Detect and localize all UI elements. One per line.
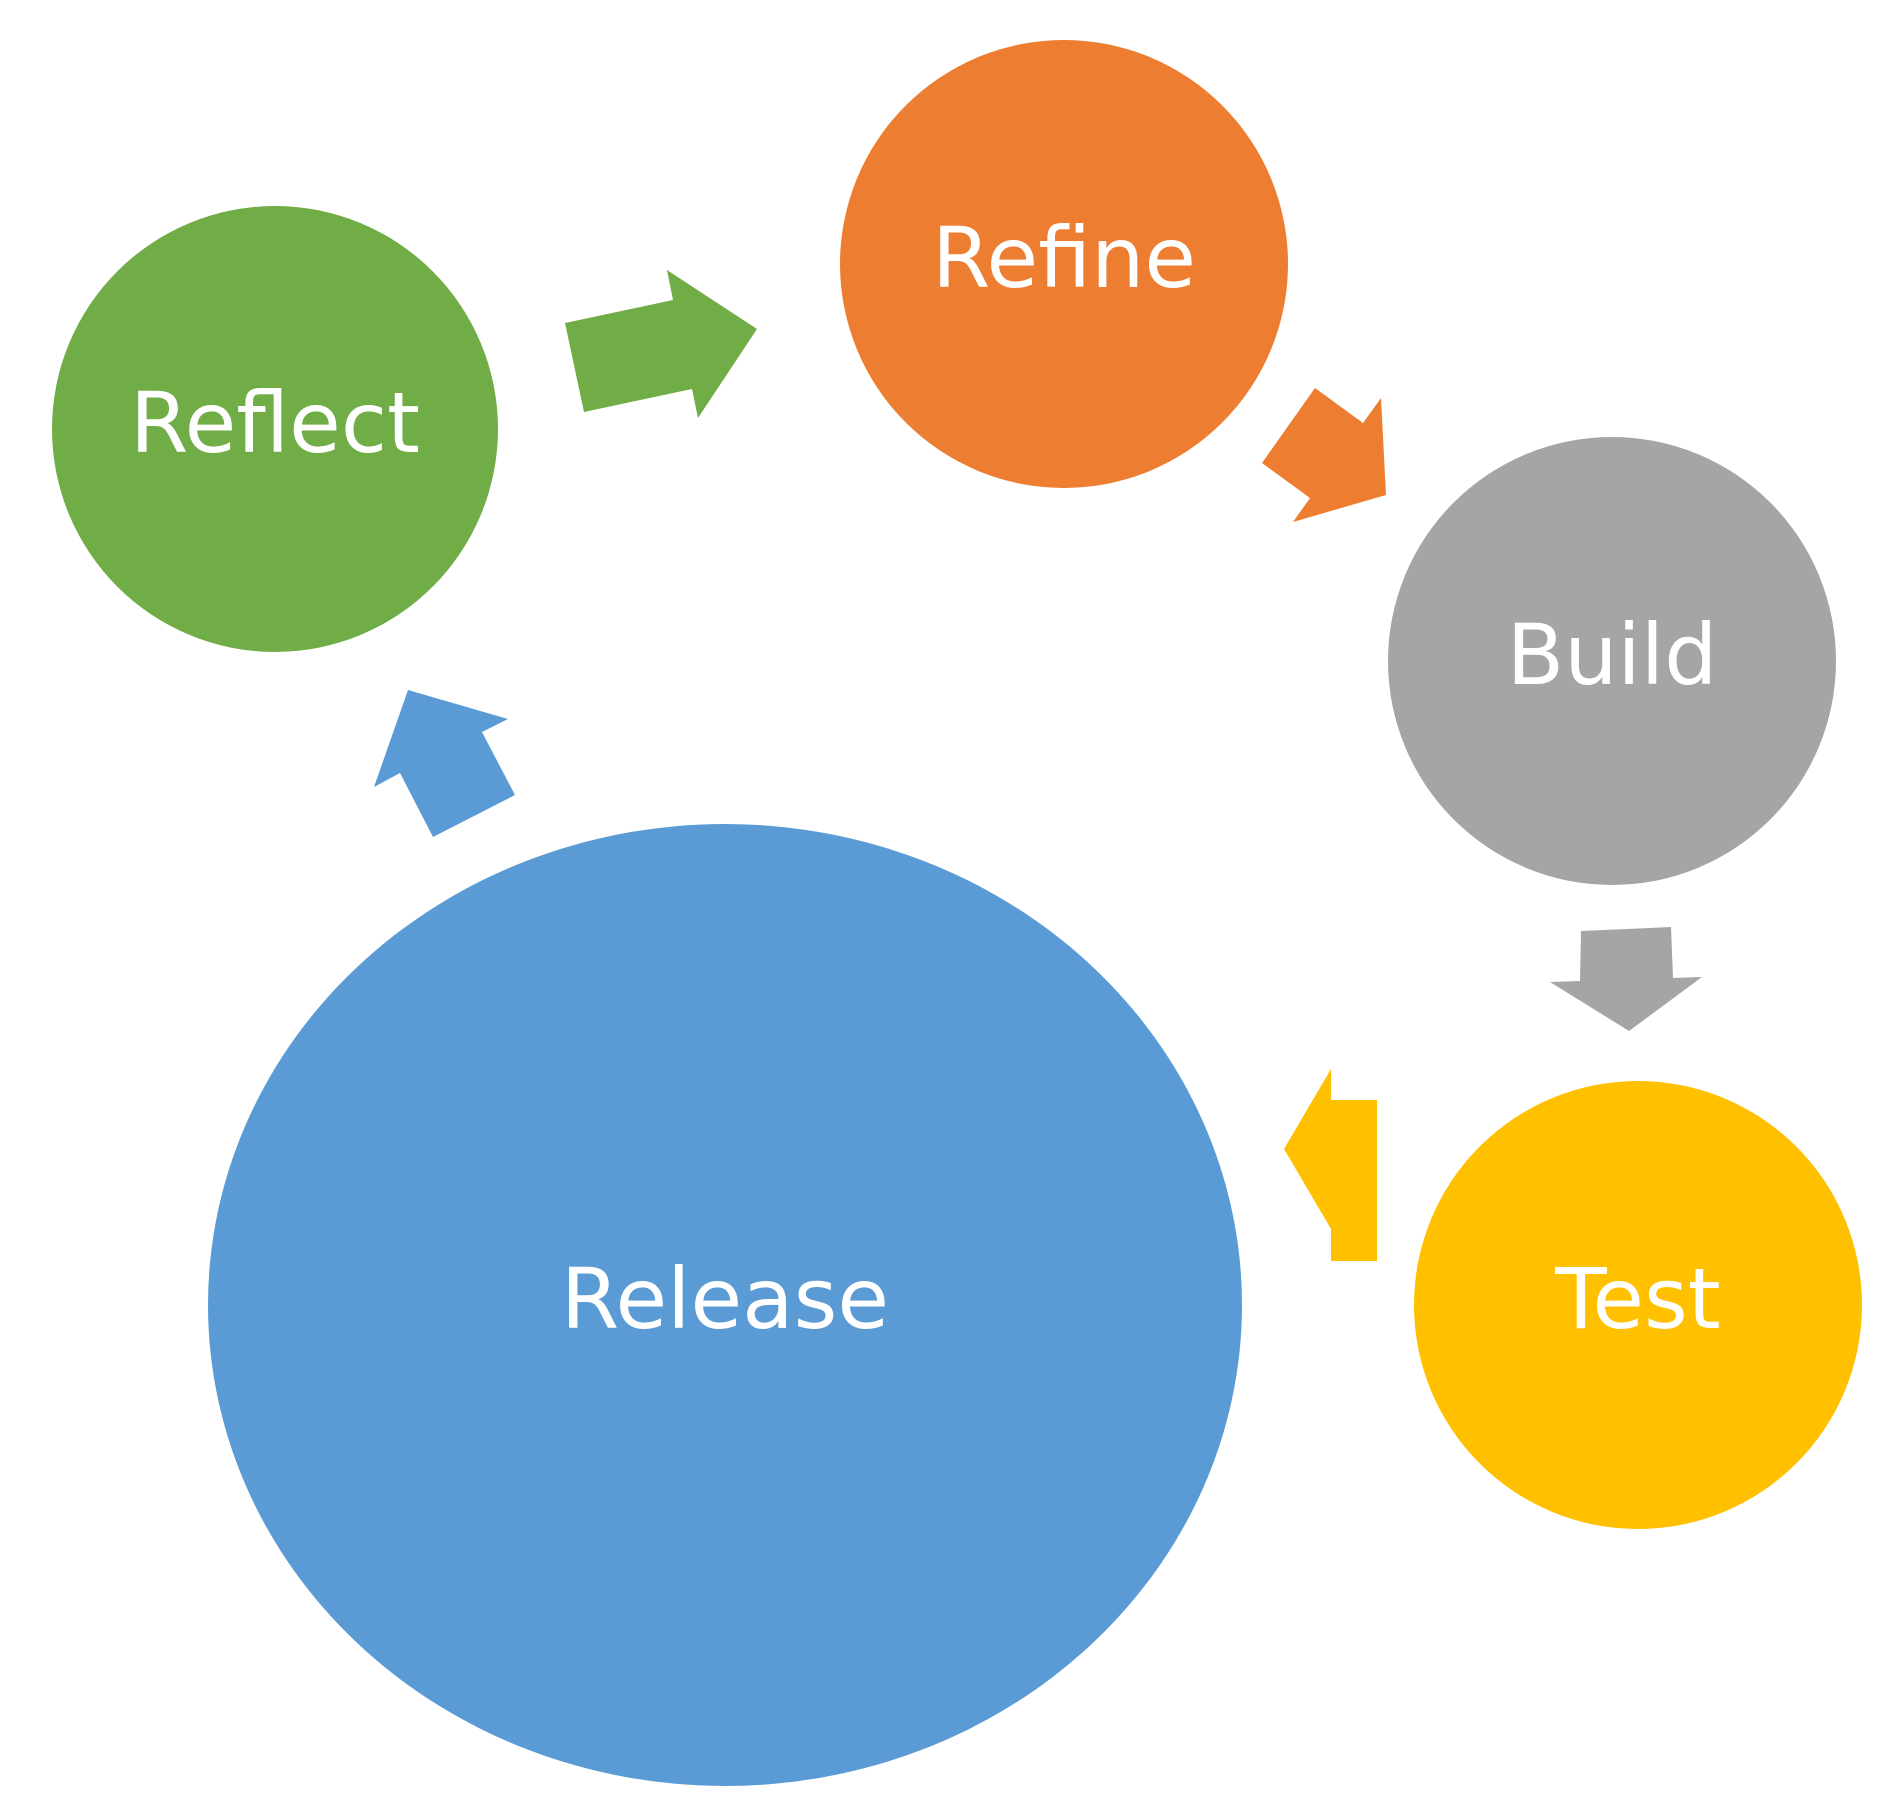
arrow-reflect-to-refine [565,270,757,418]
node-test-circle [1414,1081,1862,1529]
node-release-label: Release [561,1250,889,1348]
node-test: Test [1414,1081,1862,1529]
node-reflect-label: Reflect [130,374,420,472]
node-build-label: Build [1507,606,1718,704]
node-refine-label: Refine [932,209,1196,307]
node-release-circle [208,824,1242,1786]
node-build: Build [1388,437,1836,885]
arrow-refine-to-build [1262,388,1386,522]
arrow-build-to-test [1550,927,1702,1031]
node-build-circle [1388,437,1836,885]
node-test-label: Test [1554,1250,1720,1348]
node-reflect-circle [52,206,498,652]
node-refine-circle [840,40,1288,488]
arrow-test-to-release [1284,1069,1377,1261]
node-reflect: Reflect [52,206,498,652]
arrow-release-to-reflect [374,690,515,837]
node-release: Release [208,824,1242,1786]
node-refine: Refine [840,40,1288,488]
